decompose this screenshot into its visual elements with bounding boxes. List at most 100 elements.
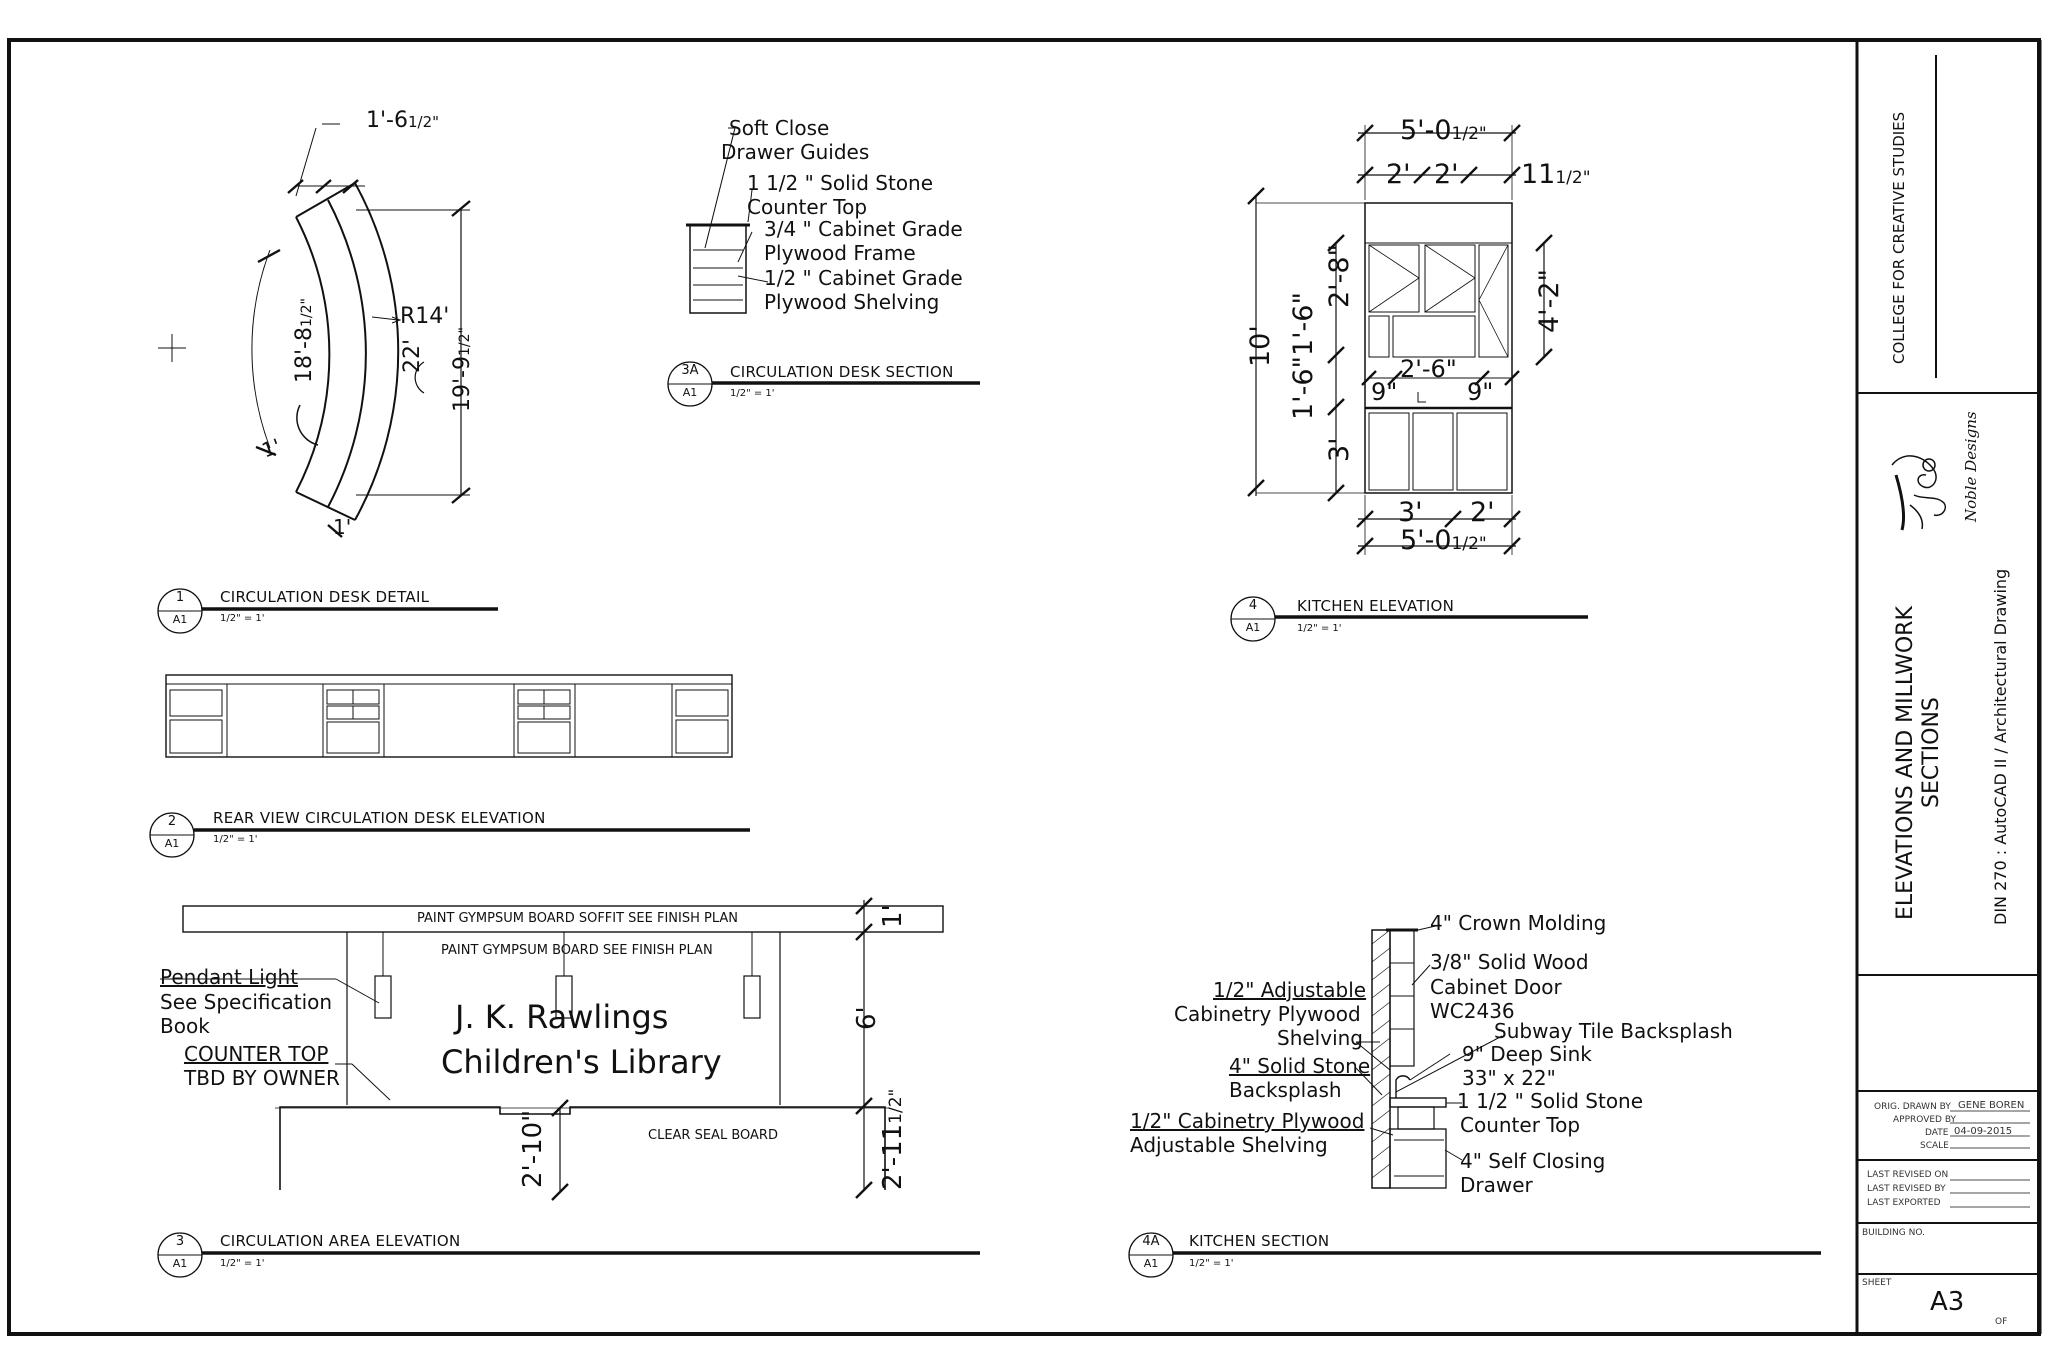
- kitchen-bottom-overall-fraction: 1/2": [1451, 534, 1487, 554]
- title-3-scale: 1/2" = 1': [220, 1258, 265, 1269]
- countertop-note-2: Counter Top: [1460, 1113, 1581, 1137]
- building-number-label: BUILDING NO.: [1862, 1228, 1925, 1238]
- kitchen-inner-dim: 2'-6": [1400, 355, 1457, 383]
- school-name: COLLEGE FOR CREATIVE STUDIES: [1890, 111, 1908, 364]
- noble-designs-logo: [1891, 455, 1946, 531]
- kitchen-bottom-b-dim: 2': [1470, 497, 1495, 528]
- title-4a-sheet: A1: [1143, 1257, 1159, 1270]
- orig-drawn-value: GENE BOREN: [1958, 1100, 2025, 1111]
- sheet-title-line-1: ELEVATIONS AND MILLWORK: [1893, 606, 1918, 920]
- title-1-name: CIRCULATION DESK DETAIL: [220, 588, 430, 606]
- desk-section-note-1: Soft Close: [729, 116, 830, 140]
- soffit-height-dim: 1': [878, 904, 908, 928]
- library-name-line-1: J. K. Rawlings: [455, 998, 669, 1036]
- title-3a-name: CIRCULATION DESK SECTION: [730, 363, 954, 381]
- last-exported-label: LAST EXPORTED: [1867, 1198, 1941, 1208]
- last-revised-on-label: LAST REVISED ON: [1867, 1170, 1949, 1180]
- stone-backsplash-note-1: 4" Solid Stone: [1229, 1054, 1371, 1078]
- title-4-name: KITCHEN ELEVATION: [1297, 597, 1455, 615]
- pendant-note-1: Pendant Light: [160, 965, 299, 989]
- title-1-number: 1: [175, 590, 185, 605]
- title-3a-sheet: A1: [682, 386, 698, 399]
- desk-inner-arc-dimension: 18'-81/2": [292, 298, 317, 383]
- desk-inner-arc-fraction: 1/2": [299, 298, 315, 328]
- title-2-sheet: A1: [164, 837, 180, 850]
- library-name-line-2: Children's Library: [441, 1043, 722, 1081]
- desk-section-note-4: Counter Top: [747, 195, 868, 219]
- kitchen-right-upper-dim: 4'-2": [1534, 269, 1565, 333]
- course-name: DIN 270 : AutoCAD II / Architectural Dra…: [1991, 568, 2010, 925]
- kitchen-bottom-a-dim: 3': [1398, 497, 1423, 528]
- date-value: 04-09-2015: [1954, 1126, 2013, 1137]
- title-1-sheet: A1: [172, 613, 188, 626]
- desk-section-note-2: Drawer Guides: [721, 140, 870, 164]
- title-3-number: 3: [175, 1234, 185, 1249]
- adjustable-note-1: 1/2" Adjustable: [1213, 978, 1367, 1002]
- kitchen-height-dim: 10': [1245, 325, 1276, 367]
- seal-board-note: CLEAR SEAL BOARD: [648, 1128, 778, 1143]
- door-note-3: WC2436: [1430, 999, 1515, 1023]
- scale-label: SCALE: [1920, 1141, 1949, 1151]
- desk-top-dimension-fraction: 1/2": [407, 113, 440, 131]
- door-note-2: Cabinet Door: [1430, 975, 1562, 999]
- title-4a-scale: 1/2" = 1': [1189, 1258, 1234, 1269]
- title-3a-scale: 1/2" = 1': [730, 388, 775, 399]
- door-note-1: 3/8" Solid Wood: [1430, 950, 1589, 974]
- counter-note-1: COUNTER TOP: [184, 1042, 329, 1066]
- countertop-note-1: 1 1/2 " Solid Stone: [1457, 1089, 1644, 1113]
- kitchen-top-overall-fraction: 1/2": [1451, 124, 1487, 144]
- sheet-title-line-2: SECTIONS: [1919, 697, 1944, 808]
- kitchen-nine-b-dim: 9": [1467, 378, 1494, 406]
- date-label: DATE: [1925, 1128, 1949, 1138]
- logo-text: Noble Designs: [1962, 411, 1980, 522]
- desk-end-dimension-b: 1': [333, 515, 352, 539]
- subway-note: Subway Tile Backsplash: [1494, 1019, 1733, 1043]
- desk-section-note-6: Plywood Frame: [764, 241, 916, 265]
- pendant-note-3: Book: [160, 1014, 210, 1038]
- approved-label: APPROVED BY: [1893, 1115, 1957, 1125]
- drawer-note-2: Drawer: [1460, 1173, 1533, 1197]
- stone-backsplash-note-2: Backsplash: [1229, 1078, 1342, 1102]
- plywood-shelf-note-1: 1/2" Cabinetry Plywood: [1130, 1109, 1365, 1133]
- orig-drawn-label: ORIG. DRAWN BY: [1874, 1102, 1951, 1112]
- title-4-number: 4: [1248, 598, 1258, 613]
- drawer-note-1: 4" Self Closing: [1460, 1149, 1606, 1173]
- desk-section-note-7: 1/2 " Cabinet Grade: [764, 266, 963, 290]
- sheet-label: SHEET: [1862, 1278, 1892, 1288]
- wall-height-dim: 6': [852, 1006, 882, 1030]
- desk-section-note-5: 3/4 " Cabinet Grade: [764, 217, 963, 241]
- kitchen-top-c-dim: 111/2": [1521, 159, 1591, 190]
- title-4-scale: 1/2" = 1': [1297, 623, 1342, 634]
- title-1-scale: 1/2" = 1': [220, 613, 265, 624]
- kitchen-top-a-dim: 2': [1386, 159, 1411, 190]
- desk-section-note-8: Plywood Shelving: [764, 290, 940, 314]
- crown-note: 4" Crown Molding: [1430, 911, 1607, 935]
- sink-note-2: 33" x 22": [1462, 1066, 1556, 1090]
- of-label: OF: [1995, 1317, 2008, 1327]
- counter-height-fraction: 1/2": [886, 1088, 906, 1124]
- plywood-shelf-note-2: Adjustable Shelving: [1130, 1133, 1328, 1157]
- desk-top-dimension: 1'-61/2": [366, 108, 440, 133]
- desk-radius-label: R14': [400, 304, 450, 329]
- last-revised-by-label: LAST REVISED BY: [1867, 1184, 1946, 1194]
- pendant-note-2: See Specification: [160, 990, 333, 1014]
- title-3-name: CIRCULATION AREA ELEVATION: [220, 1232, 461, 1250]
- title-2-scale: 1/2" = 1': [213, 834, 258, 845]
- kitchen-nine-a-dim: 9": [1371, 378, 1398, 406]
- title-2-number: 2: [167, 814, 177, 829]
- kitchen-bottom-overall-dim: 5'-01/2": [1400, 525, 1487, 556]
- kitchen-top-b-dim: 2': [1434, 159, 1459, 190]
- title-4-sheet: A1: [1245, 621, 1261, 634]
- wall-note: PAINT GYMPSUM BOARD SEE FINISH PLAN: [441, 943, 713, 958]
- kitchen-base-dim: 3': [1324, 437, 1355, 462]
- title-4a-name: KITCHEN SECTION: [1189, 1232, 1330, 1250]
- desk-width-dimension: 22': [400, 338, 425, 373]
- sheet-number: A3: [1930, 1287, 1965, 1317]
- title-3-sheet: A1: [172, 1257, 188, 1270]
- kitchen-top-c-fraction: 1/2": [1555, 168, 1591, 188]
- kitchen-top-overall-dim: 5'-01/2": [1400, 115, 1487, 146]
- counter-note-2: TBD BY OWNER: [184, 1066, 340, 1090]
- sink-note-1: 9" Deep Sink: [1462, 1042, 1592, 1066]
